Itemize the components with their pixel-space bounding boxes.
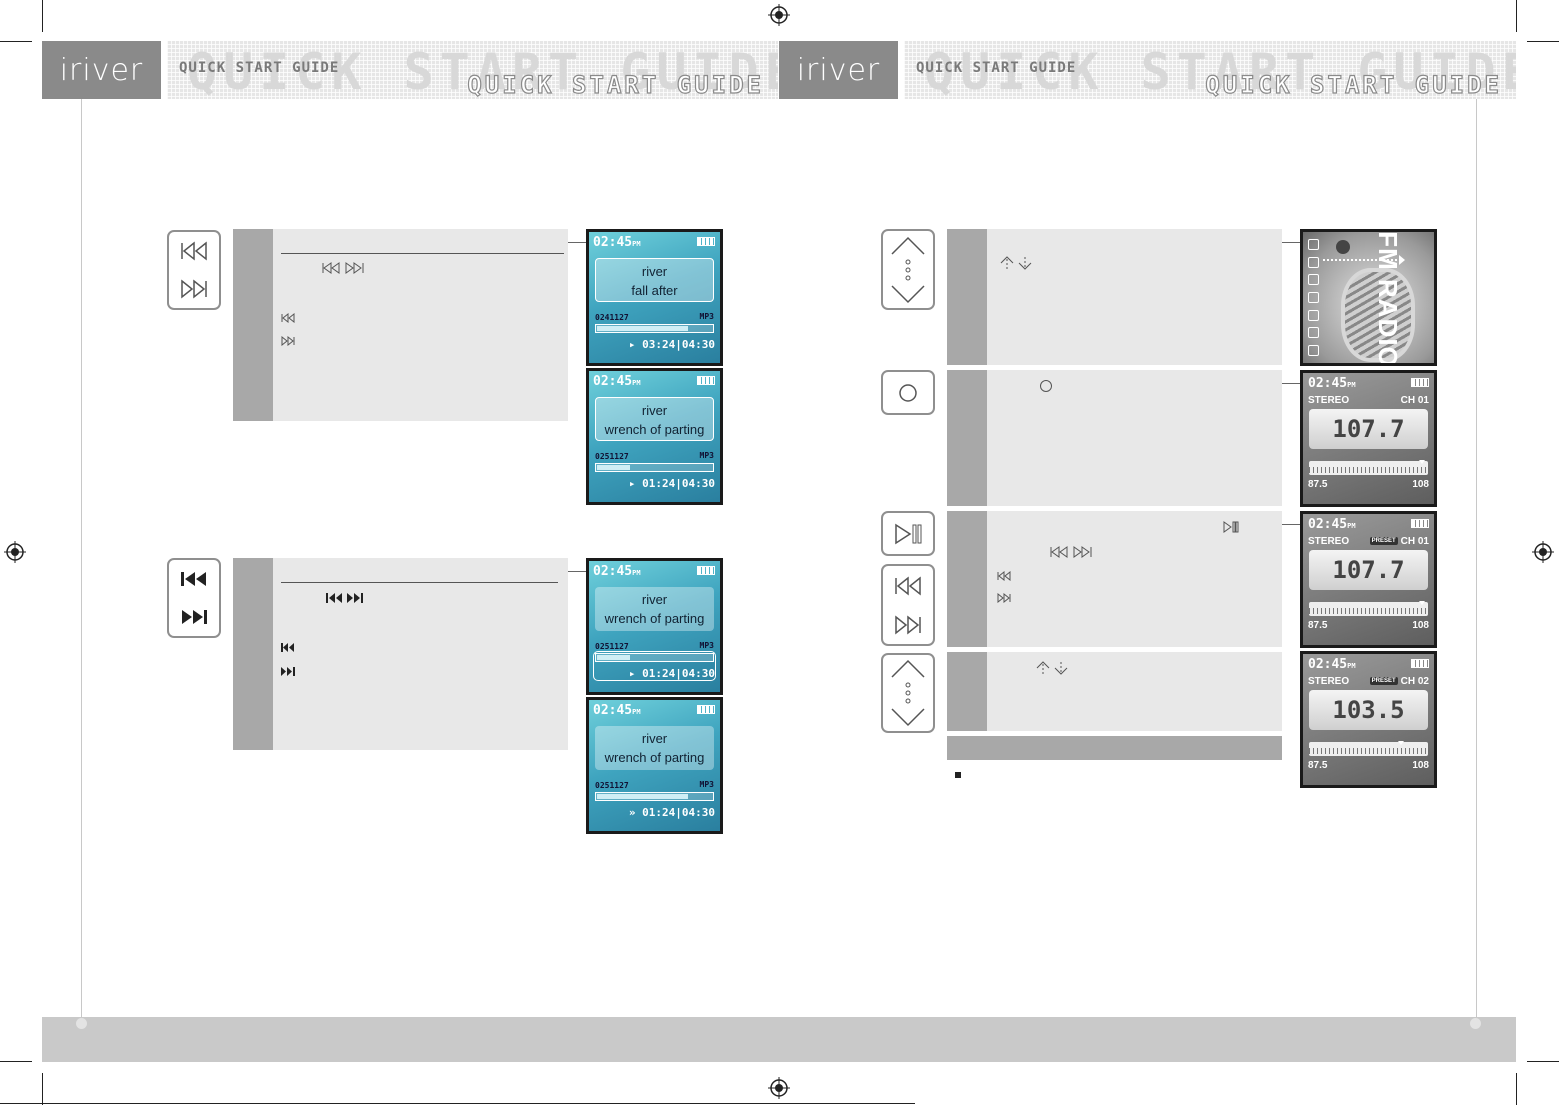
up-down-button-outline — [881, 229, 935, 310]
battery-icon — [697, 705, 715, 714]
frequency-display: 107.7 — [1309, 550, 1428, 590]
rewind-icon — [181, 572, 206, 586]
selection-highlight — [593, 651, 716, 681]
registration-mark-icon — [768, 1077, 790, 1099]
progress-bar — [595, 463, 714, 472]
step-panel — [947, 511, 1282, 647]
margin-line — [1476, 99, 1477, 1019]
crop-mark — [1527, 41, 1559, 42]
fm-radio-menu-screen: FM RADIO — [1300, 229, 1437, 366]
tuner-scale — [1309, 602, 1428, 616]
battery-icon — [1411, 378, 1429, 387]
battery-icon — [697, 376, 715, 385]
brand-logo: iriver — [779, 41, 898, 99]
crop-mark — [42, 0, 43, 32]
skip-buttons-outline — [881, 564, 935, 646]
step-panel — [233, 229, 568, 421]
next-icon — [997, 593, 1011, 603]
up-down-icons-inline — [1036, 661, 1068, 675]
footer-band — [42, 1017, 1516, 1062]
battery-icon — [697, 237, 715, 246]
fast-forward-icon — [281, 667, 295, 676]
banner-big-title: QUICK START GUIDE — [467, 70, 764, 99]
step-panel — [947, 229, 1282, 365]
crop-mark — [0, 1061, 32, 1062]
previous-icon — [997, 571, 1011, 581]
progress-bar — [595, 324, 714, 333]
crop-mark — [42, 1073, 43, 1105]
fast-forward-icon — [182, 610, 207, 624]
crop-mark — [1527, 1061, 1559, 1062]
registration-mark-icon — [1532, 541, 1554, 563]
previous-icon — [181, 241, 207, 261]
tuner-scale — [1309, 742, 1428, 756]
circle-icon — [899, 383, 917, 402]
progress-bar — [595, 792, 714, 801]
step-panel — [233, 558, 568, 750]
next-icon — [281, 336, 295, 346]
radio-screen: 02:45PM STEREO CH 01 107.7 87.5 108 — [1300, 370, 1437, 507]
search-icons-inline — [326, 593, 363, 603]
up-down-icon — [891, 659, 925, 727]
crop-mark — [1516, 1073, 1517, 1105]
menu-icons — [1306, 236, 1320, 359]
skip-icons-inline — [1050, 546, 1092, 558]
header-banner: QUICK START GUIDE QUICK START GUIDE QUIC… — [904, 41, 1516, 99]
tuner-scale — [1309, 461, 1428, 475]
footer-dot — [76, 1018, 87, 1029]
bullet — [955, 772, 961, 778]
play-pause-button-outline — [881, 511, 935, 556]
registration-mark-icon — [768, 4, 790, 26]
previous-icon — [895, 575, 921, 596]
step-panel — [947, 652, 1282, 731]
up-down-icons-inline — [1000, 256, 1032, 270]
frequency-display: 103.5 — [1309, 690, 1428, 730]
battery-icon — [1411, 659, 1429, 668]
previous-icon — [281, 313, 295, 323]
step-panel — [947, 370, 1282, 506]
banner-ghost-text: QUICK START GUIDE — [187, 43, 778, 99]
header-banner: QUICK START GUIDE QUICK START GUIDE QUIC… — [167, 41, 778, 99]
preset-badge: PRESET — [1369, 537, 1398, 545]
play-pause-icon — [895, 523, 922, 544]
frequency-display: 107.7 — [1309, 409, 1428, 449]
banner-small-title: QUICK START GUIDE — [916, 60, 1077, 76]
registration-mark-icon — [4, 541, 26, 563]
next-icon — [895, 614, 921, 635]
skip-buttons-outline — [167, 230, 221, 310]
fm-radio-label: FM RADIO — [1373, 231, 1404, 366]
footer-dot — [1470, 1018, 1481, 1029]
speaker-graphic — [1341, 268, 1415, 362]
rewind-icon — [281, 643, 294, 652]
margin-line — [81, 99, 82, 1019]
circle-icon — [1040, 380, 1052, 392]
banner-small-title: QUICK START GUIDE — [179, 60, 340, 76]
play-pause-icon — [1223, 521, 1239, 533]
brand-logo: iriver — [42, 41, 161, 99]
banner-ghost-text: QUICK START GUIDE — [924, 43, 1516, 99]
battery-icon — [697, 566, 715, 575]
next-icon — [181, 279, 207, 299]
trim-line — [0, 1103, 915, 1104]
preset-badge: PRESET — [1369, 677, 1398, 685]
select-button-outline — [881, 370, 935, 415]
banner-big-title: QUICK START GUIDE — [1205, 70, 1502, 99]
search-buttons-outline — [167, 558, 221, 638]
note-bar — [947, 736, 1282, 760]
crop-mark — [1516, 0, 1517, 32]
up-down-icon — [891, 236, 925, 303]
skip-icons-inline — [322, 262, 364, 274]
crop-mark — [0, 41, 32, 42]
progress-bar — [595, 653, 714, 662]
up-down-button-outline — [881, 653, 935, 733]
battery-icon — [1411, 519, 1429, 528]
